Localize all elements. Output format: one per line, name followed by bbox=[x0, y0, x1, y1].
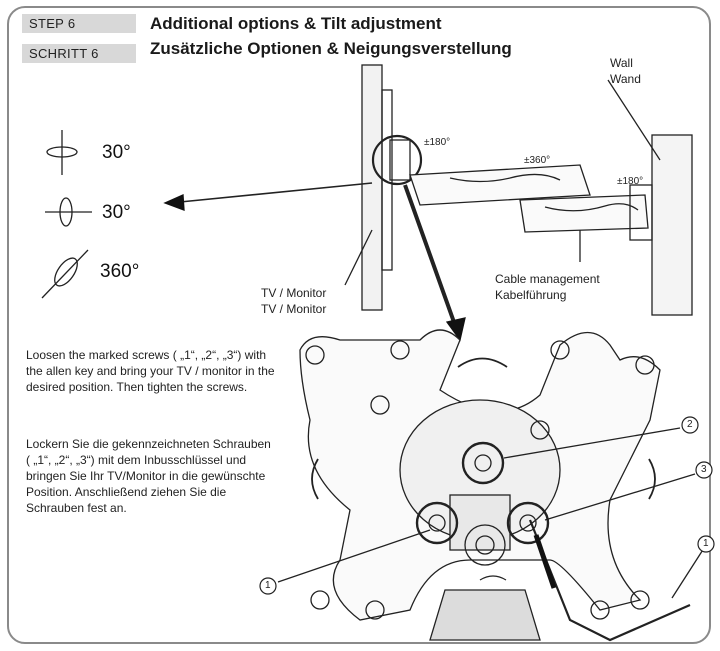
rotation-value-2: 30° bbox=[102, 202, 131, 223]
callout-1: 1 bbox=[265, 580, 271, 591]
joint-2-label: ±360° bbox=[524, 155, 551, 166]
callout-3-circle bbox=[695, 461, 713, 479]
joint-1-label: ±180° bbox=[424, 137, 451, 148]
callout-3: 3 bbox=[701, 464, 707, 475]
callout-2-circle bbox=[681, 416, 699, 434]
joint-3-label: ±180° bbox=[617, 176, 644, 187]
instructions-english: Loosen the marked screws ( „1“, „2“, „3“… bbox=[26, 348, 275, 394]
title-english: Additional options & Tilt adjustment bbox=[150, 14, 442, 33]
callout-2: 2 bbox=[687, 419, 693, 430]
step-badge: STEP 6 bbox=[22, 14, 136, 33]
screw-1-highlight bbox=[415, 501, 459, 545]
tv-label: TV / Monitor TV / Monitor bbox=[261, 286, 327, 316]
arm-segment-2 bbox=[519, 194, 649, 233]
wall-pointer bbox=[607, 79, 661, 161]
tv-panel bbox=[361, 64, 383, 311]
callout-key-circle bbox=[697, 535, 715, 553]
title-german: Zusätzliche Optionen & Neigungsverstellu… bbox=[150, 39, 512, 58]
schritt-badge: SCHRITT 6 bbox=[22, 44, 136, 63]
cable-management-label: Cable management Kabelführung bbox=[495, 272, 600, 302]
rotation-value-1: 30° bbox=[102, 142, 131, 163]
callout-key: 1 bbox=[703, 538, 709, 549]
pointer-arrow-down bbox=[403, 184, 457, 326]
screw-3-highlight bbox=[506, 501, 550, 545]
rotation-icon-3 bbox=[54, 257, 78, 287]
wall-plate bbox=[651, 134, 693, 316]
pointer-arrow-left bbox=[179, 182, 373, 203]
mounting-holes bbox=[305, 340, 655, 620]
screw-2-highlight bbox=[461, 441, 505, 485]
rotation-value-3: 360° bbox=[100, 261, 140, 282]
tilt-bracket-highlight bbox=[371, 134, 423, 186]
wall-label: Wall Wand bbox=[610, 56, 641, 86]
tv-pointer bbox=[344, 229, 373, 286]
diagram-frame bbox=[7, 6, 711, 644]
callout-1-circle bbox=[259, 577, 277, 595]
instructions-german: Lockern Sie die gekennzeichneten Schraub… bbox=[26, 437, 271, 515]
